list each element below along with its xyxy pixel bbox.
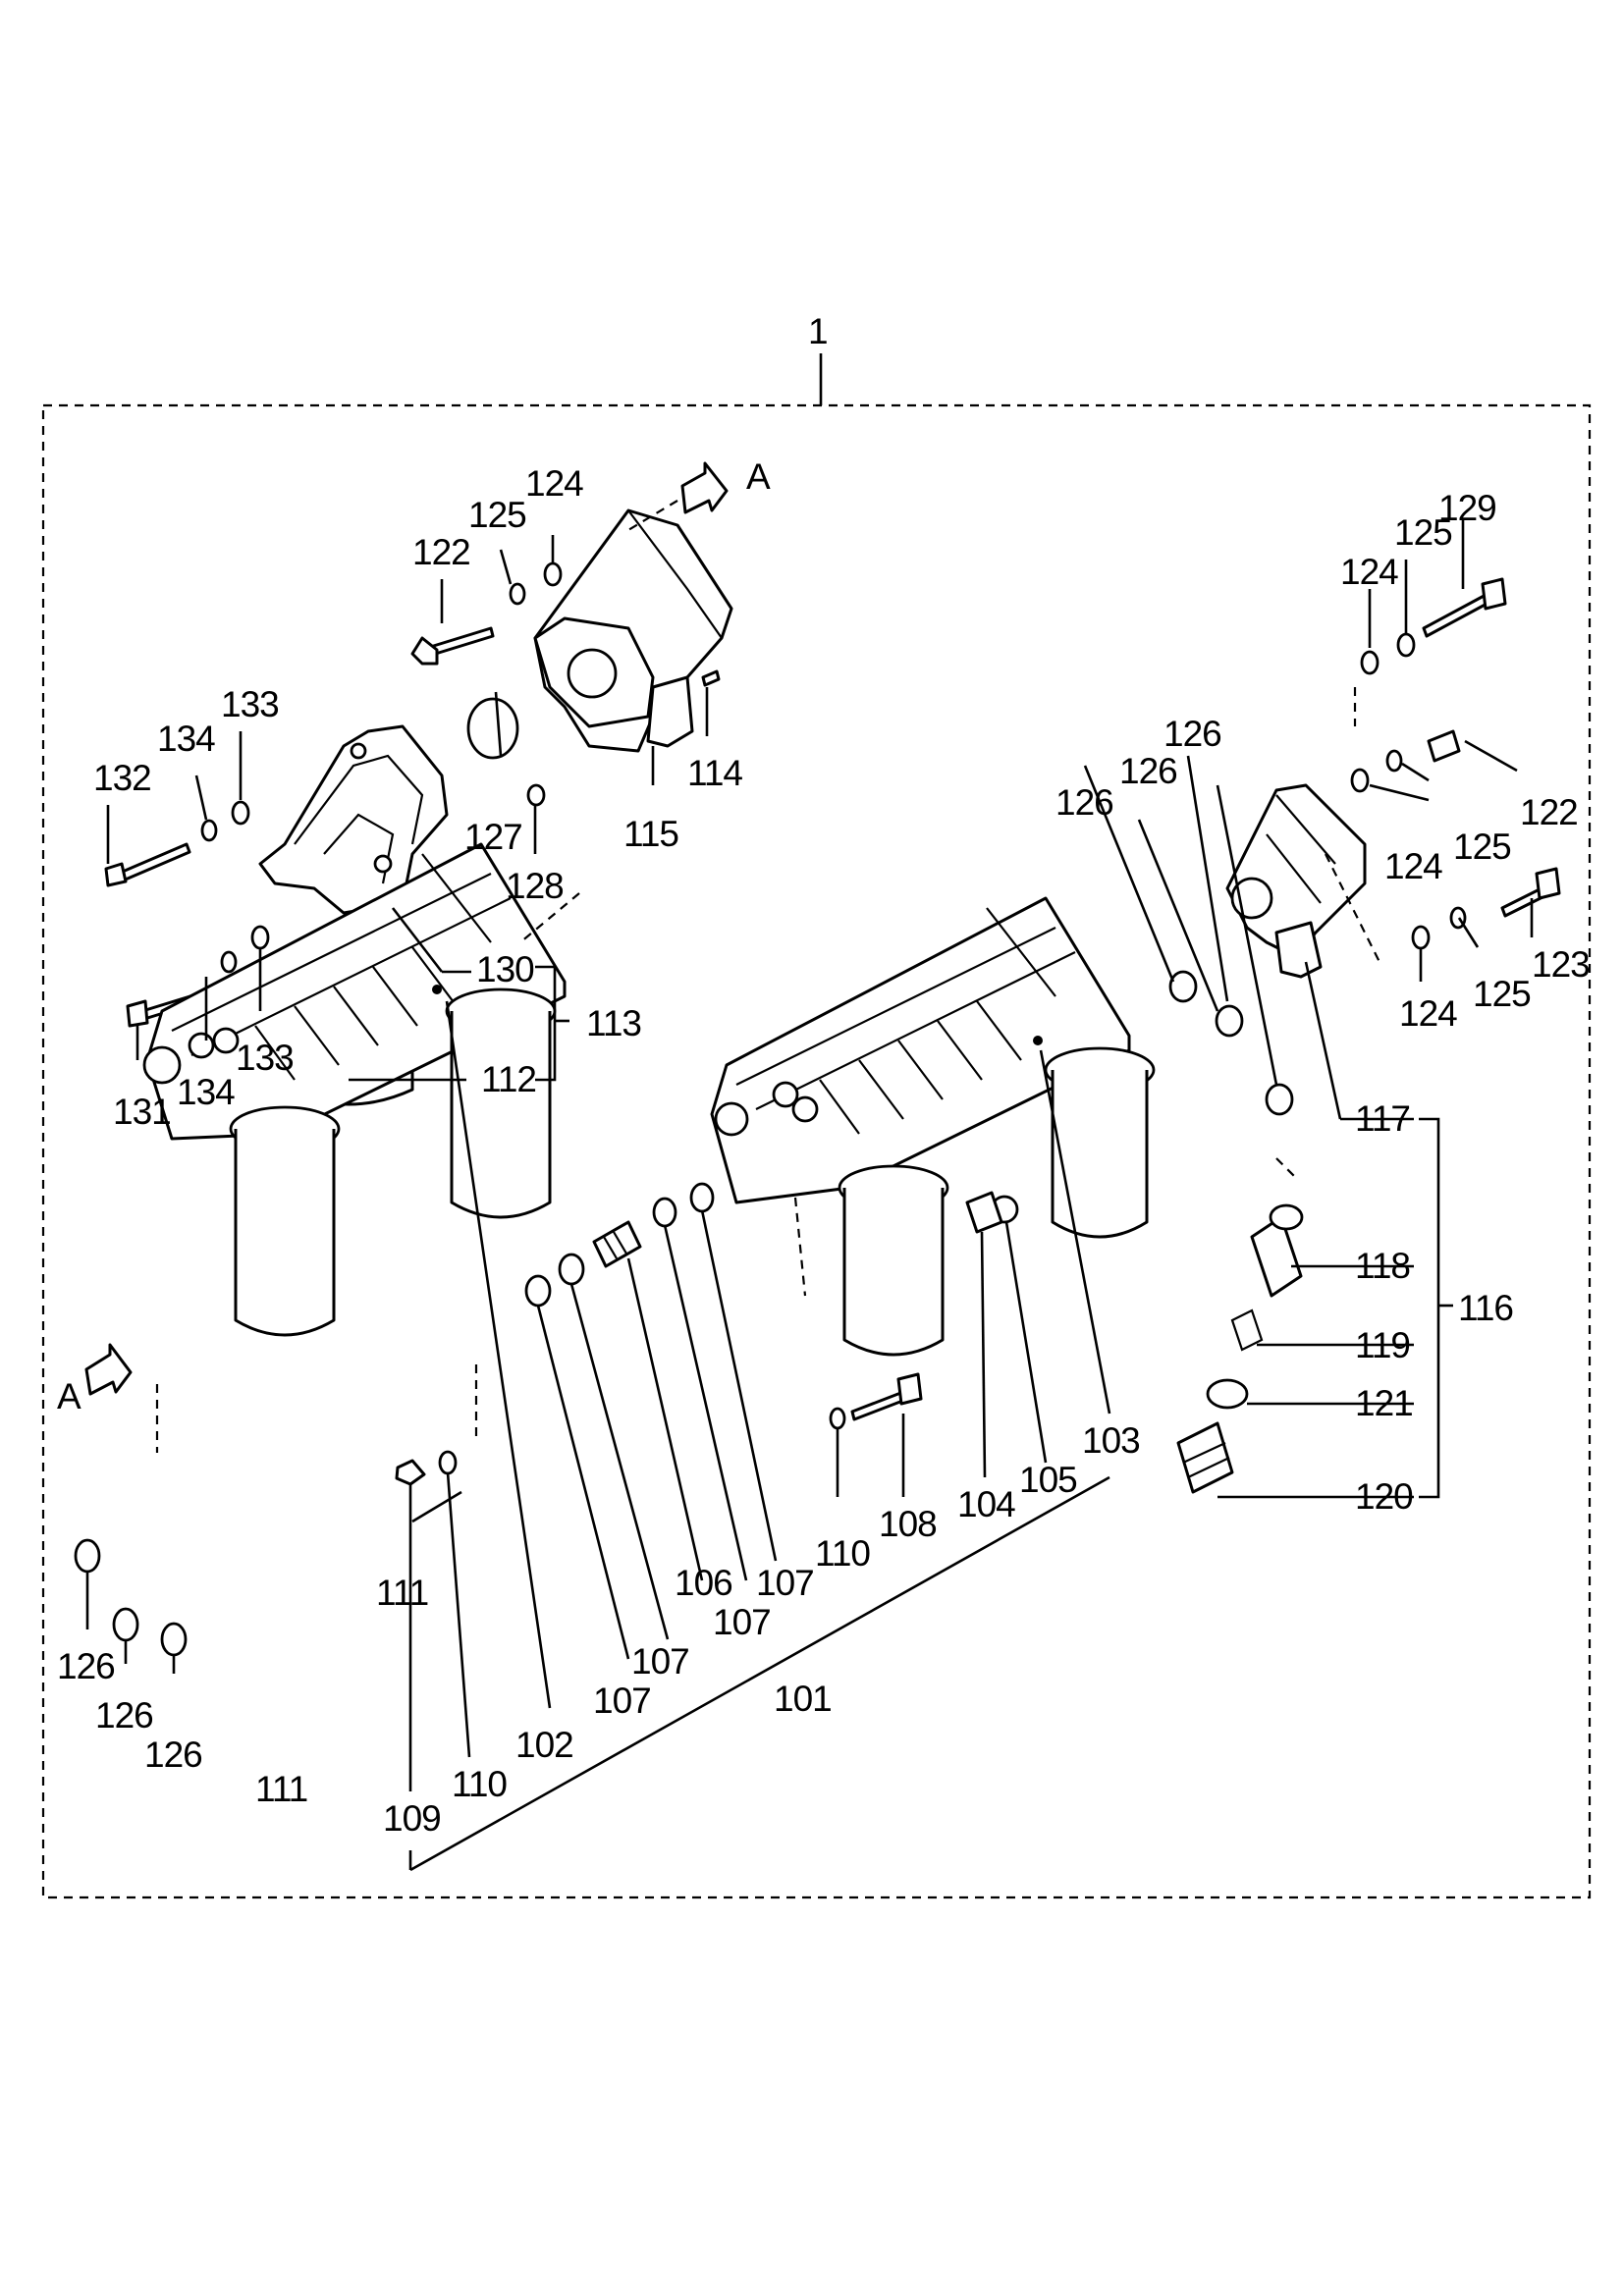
callout-125-a: 125 [468,495,526,535]
assembly-boundary [41,403,1592,1899]
callout-104: 104 [957,1484,1015,1524]
filter-manifold-103 [710,896,1131,1204]
callout-134-b: 134 [177,1072,235,1112]
callout-101: 101 [774,1679,832,1719]
callout-110-b: 110 [815,1533,870,1574]
callout-numbers: 101 102 103 104 105 106 107 107 107 107 … [57,456,1591,1839]
adapter-housing-115 [533,508,733,753]
view-arrow-a-top [680,461,729,514]
callout-112: 112 [481,1059,536,1099]
callout-126-e: 126 [95,1695,153,1735]
callout-111-b: 111 [255,1769,307,1809]
spin-on-filter-111-left [229,1105,341,1337]
view-marker-a-top: A [746,456,771,497]
callout-126-b: 126 [1119,751,1177,791]
callout-126-a: 126 [1055,782,1113,823]
bolts-and-washers-right [1168,577,1561,1116]
callout-126-d: 126 [57,1646,115,1686]
callout-121: 121 [1355,1383,1413,1423]
callout-116: 116 [1458,1288,1513,1328]
callout-134-a: 134 [157,719,215,759]
callout-107-c: 107 [713,1602,771,1642]
callout-113: 113 [586,1003,641,1043]
callout-117: 117 [1355,1098,1410,1139]
callout-124-c: 124 [1384,846,1442,886]
callout-119: 119 [1355,1325,1410,1365]
callout-107-d: 107 [756,1563,814,1603]
callout-124-d: 124 [1399,993,1457,1034]
valve-housing-117 [1225,783,1367,979]
callout-122-a: 122 [412,532,470,572]
filter-manifold-102 [142,842,567,1141]
callout-118: 118 [1355,1246,1410,1286]
spin-on-filter-111-c [838,1164,949,1357]
callout-120: 120 [1355,1476,1413,1517]
spin-on-filter-111-right [445,988,557,1219]
callout-105: 105 [1019,1460,1077,1500]
callout-127: 127 [464,817,522,857]
seals-and-plugs-center [74,1182,1019,1657]
leader-lines [85,520,1534,1872]
callout-103: 103 [1082,1420,1140,1461]
assembly-number: 1 [808,311,828,351]
callout-114: 114 [687,753,742,793]
callout-108: 108 [879,1504,937,1544]
callout-131: 131 [113,1092,171,1132]
callout-128: 128 [506,866,564,906]
callout-111-a: 111 [376,1573,428,1613]
view-marker-a-left: A [57,1376,81,1416]
spin-on-filter-111-d [1044,1046,1156,1239]
callout-115: 115 [623,814,678,854]
relief-valve-116 [1176,1203,1304,1494]
callout-123: 123 [1532,944,1590,985]
callout-133-b: 133 [236,1038,294,1078]
callout-125-c: 125 [1453,827,1511,867]
callout-133-a: 133 [221,684,279,724]
callout-124-b: 124 [1340,552,1398,592]
alignment-lines [155,500,1380,1453]
filter-head-130 [258,724,449,915]
callout-126-c: 126 [1163,714,1221,754]
callout-125-b: 125 [1394,512,1452,553]
view-arrow-a-left [84,1343,133,1396]
callout-107-a: 107 [593,1681,651,1721]
callout-130: 130 [476,949,534,989]
callout-110-a: 110 [452,1764,507,1804]
callout-102: 102 [515,1725,573,1765]
callout-132: 132 [93,758,151,798]
callout-124-a: 124 [525,463,583,504]
callout-106: 106 [675,1563,732,1603]
callout-107-b: 107 [631,1641,689,1682]
callout-109: 109 [383,1798,441,1839]
callout-129: 129 [1438,488,1496,528]
callout-125-d: 125 [1473,974,1531,1014]
callout-122-b: 122 [1520,792,1578,832]
callout-126-f: 126 [144,1735,202,1775]
